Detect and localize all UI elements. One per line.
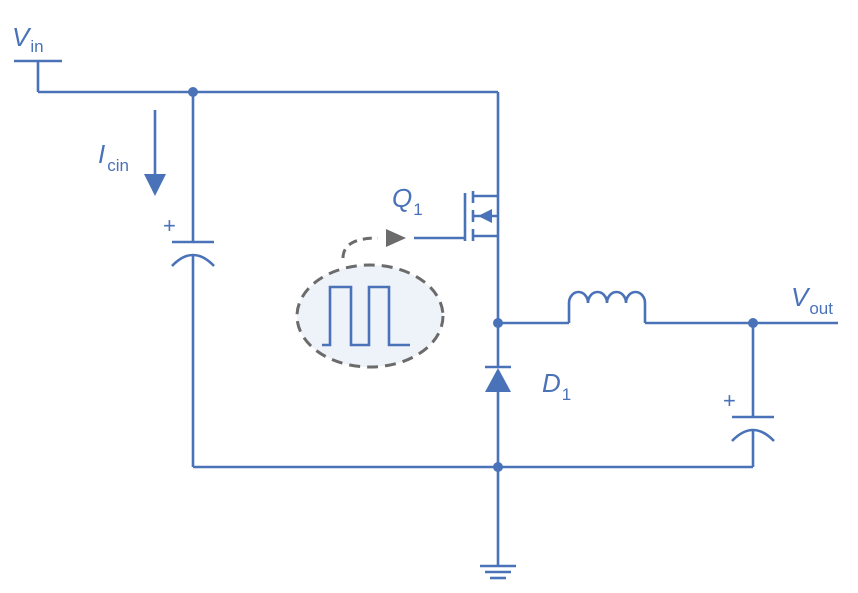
vout-label: Vout	[791, 282, 833, 318]
current-arrow-icon	[144, 110, 166, 196]
q1-label: Q1	[392, 183, 423, 219]
pwm-signal-icon	[295, 229, 445, 369]
junction-dot	[748, 318, 758, 328]
mosfet-q1-icon	[414, 191, 500, 323]
junction-dot	[493, 318, 503, 328]
output-path	[498, 290, 838, 325]
junction-dot	[493, 462, 503, 472]
top-rail	[38, 90, 500, 196]
d1-label: D1	[542, 368, 571, 404]
junction-dot	[188, 87, 198, 97]
input-cap-plus-label: +	[163, 213, 176, 238]
vin-label: Vin	[12, 22, 44, 56]
vin-terminal-icon	[14, 59, 62, 92]
bottom-rail	[193, 465, 753, 566]
ground-icon	[480, 564, 516, 580]
output-capacitor	[731, 323, 775, 467]
junction-dots	[188, 87, 758, 472]
diode-d1-icon	[485, 323, 511, 467]
input-capacitor	[171, 92, 215, 467]
output-cap-plus-label: +	[723, 388, 736, 413]
